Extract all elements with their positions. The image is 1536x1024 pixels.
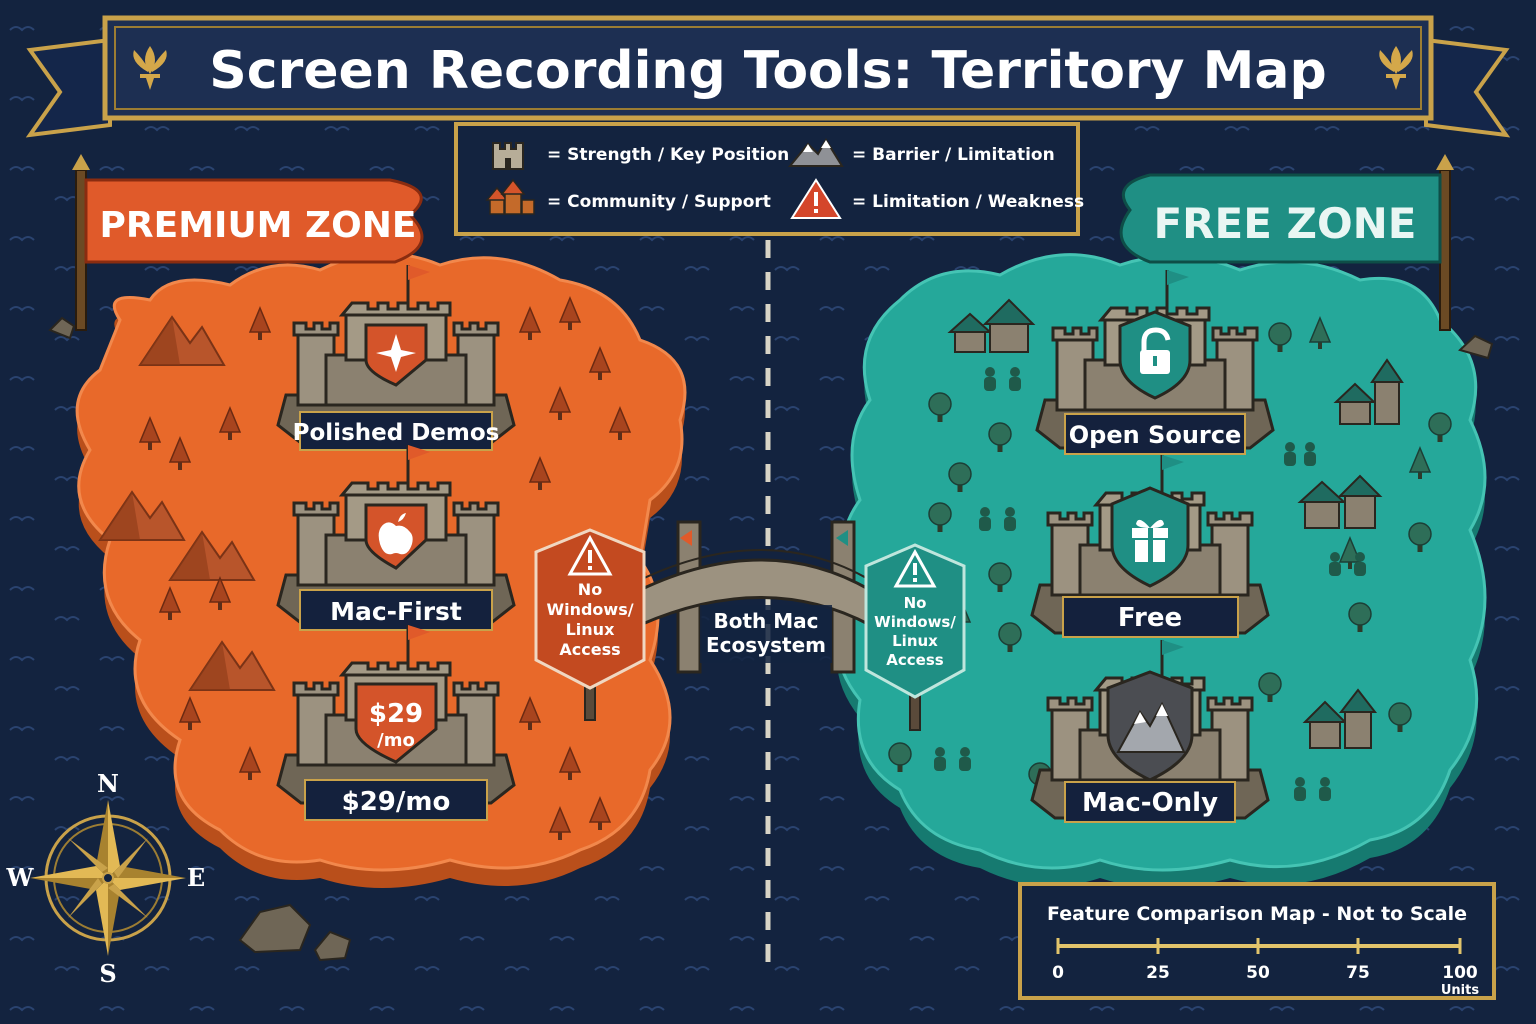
warning-triangle-icon [790, 178, 842, 219]
village-house-icon [1297, 474, 1383, 529]
legend-strength-label: = Strength / Key Position [547, 145, 789, 165]
price-shield-amount: $29 [369, 699, 423, 729]
warning-line-4: Access [559, 640, 620, 659]
premium-zone-flag: PREMIUM ZONE [72, 154, 424, 331]
scale-tick-label: 50 [1246, 963, 1270, 983]
warning-line-2: Windows/ [546, 600, 633, 619]
sea-rocks [48, 316, 1494, 962]
castle-free[interactable]: Free [1030, 453, 1270, 638]
fleur-de-lis-icon [1379, 46, 1413, 90]
warning-triangle-icon [893, 548, 937, 588]
price-shield-period: /mo [377, 730, 415, 751]
compass-rose: N S E W [6, 769, 206, 988]
warning-line-1: No [904, 594, 927, 612]
free-zone-label: FREE ZONE [1153, 199, 1416, 248]
warning-line-3: Linux [892, 632, 938, 650]
page-title: Screen Recording Tools: Territory Map [209, 41, 1326, 101]
bridge-label-line2: Ecosystem [706, 633, 826, 657]
castle-label: Polished Demos [293, 420, 500, 446]
village-house-icon [1333, 358, 1404, 425]
castle-mac-first[interactable]: Mac-First [276, 443, 516, 631]
castle-mac-only[interactable]: Mac-Only [1030, 638, 1270, 823]
castle-label: $29/mo [342, 787, 451, 817]
castle-label: Free [1118, 603, 1182, 633]
mountain-icon [1116, 701, 1186, 753]
gift-icon [1132, 519, 1168, 562]
fleur-de-lis-icon [133, 46, 167, 90]
village-house-icon [947, 298, 1036, 353]
apple-icon [378, 513, 413, 555]
premium-zone-label: PREMIUM ZONE [100, 205, 417, 246]
village-house-icon [1302, 688, 1378, 749]
warning-line-2: Windows/ [874, 613, 956, 631]
mountain-barrier-icon [787, 138, 844, 167]
compass-west: W [6, 863, 35, 892]
sparkle-icon [376, 334, 416, 372]
compass-south: S [99, 959, 116, 988]
castle-tower-icon [492, 142, 524, 170]
warning-triangle-icon [567, 534, 613, 576]
warning-line-1: No [578, 580, 602, 599]
free-terrain [888, 298, 1452, 801]
castle-label: Mac-First [330, 597, 462, 626]
castle-open-source[interactable]: Open Source [1035, 268, 1275, 455]
scale-title: Feature Comparison Map - Not to Scale [1047, 903, 1467, 925]
legend-barrier-label: = Barrier / Limitation [852, 145, 1055, 165]
scale-unit: Units [1441, 983, 1479, 998]
scale-panel: Feature Comparison Map - Not to Scale 0 … [1018, 882, 1496, 1000]
premium-warning-sign: No Windows/ Linux Access [534, 528, 646, 721]
scale-tick-label: 0 [1052, 963, 1064, 983]
free-warning-sign: No Windows/ Linux Access [864, 543, 966, 731]
bridge-label-line1: Both Mac [714, 609, 819, 633]
village-community-icon [485, 178, 535, 215]
compass-east: E [187, 863, 205, 892]
castle-price[interactable]: $29 /mo $29/mo [276, 623, 516, 821]
compass-north: N [97, 769, 119, 798]
castle-label: Open Source [1069, 421, 1242, 449]
legend-panel: = Strength / Key Position = Barrier / Li… [454, 122, 1084, 236]
legend-weakness-label: = Limitation / Weakness [852, 192, 1084, 212]
castle-label: Mac-Only [1082, 788, 1218, 818]
castle-polished-demos[interactable]: Polished Demos [276, 263, 516, 451]
title-banner: Screen Recording Tools: Territory Map [25, 15, 1511, 138]
scale-tick-label: 25 [1146, 963, 1170, 983]
unlock-icon [1140, 327, 1171, 374]
legend-community-label: = Community / Support [547, 192, 771, 212]
free-zone-flag: FREE ZONE [1119, 154, 1454, 331]
warning-line-3: Linux [566, 620, 615, 639]
scale-tick-label: 100 [1442, 963, 1478, 983]
scale-tick-label: 75 [1346, 963, 1370, 983]
bridge: Both Mac Ecosystem [638, 520, 872, 674]
warning-line-4: Access [886, 651, 943, 669]
